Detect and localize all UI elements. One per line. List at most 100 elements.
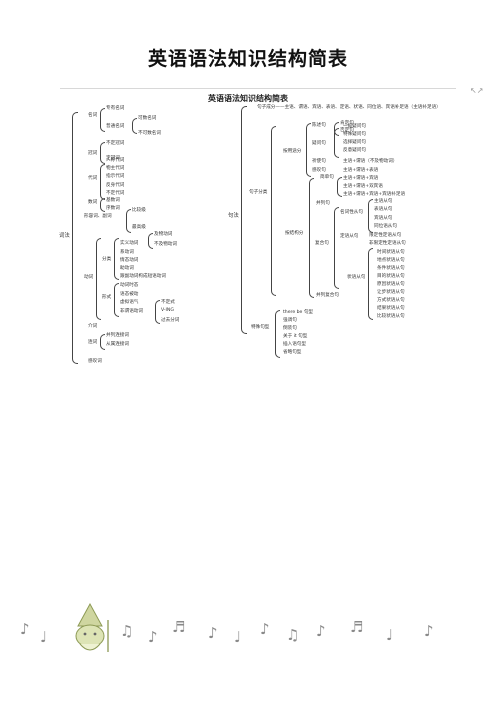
music-note-icon: ♫ [120, 622, 134, 640]
music-note-icon: ♪ [20, 620, 30, 638]
node-indefinite-article: 不定冠词 [106, 141, 125, 146]
node-special-3: 倒装句 [283, 326, 297, 331]
node-exclamatory-desc: 主语+谓语+表语 [343, 168, 379, 173]
node-imperative-desc: 主语+谓语（不及物动词） [343, 159, 398, 164]
node-attributive-clause: 定语从句 [340, 234, 359, 239]
node-simple-pattern-2: 主语+谓语+双宾语 [343, 184, 383, 189]
brace-simple [337, 177, 342, 197]
node-by-use: 按用途分 [283, 149, 302, 154]
node-adverbial-6: 让步状语从句 [377, 290, 405, 295]
node-ing: V-ING [161, 308, 174, 313]
brace-by-use [306, 123, 311, 177]
brace-conjunctions [100, 334, 105, 350]
node-pronoun-5: 不定代词 [106, 191, 125, 196]
node-intransitive: 不及物动词 [154, 242, 177, 247]
node-adverbial-3: 条件状语从句 [377, 266, 405, 271]
music-note-icon: ♩ [234, 628, 242, 646]
brace-complex [334, 207, 339, 289]
music-notes-decoration: ♪ ♩ ♫ ♪ ♬ ♪ ♩ ♪ ♫ ♪ ♬ ♩ ♪ [20, 600, 476, 660]
corner-arrows-icon: ↖↗ [470, 86, 484, 95]
node-negative: 否定句 [340, 128, 354, 133]
music-note-icon: ♪ [148, 628, 158, 646]
node-tag-question: 反意疑问句 [343, 148, 366, 153]
brace-verbs [96, 238, 101, 320]
node-common-noun: 普通名词 [106, 124, 125, 129]
header-divider [60, 88, 456, 89]
node-exclamatory: 感叹句 [312, 168, 326, 173]
root-morphology: 词法 [59, 233, 70, 239]
node-adj-adv: 形容词、副词 [84, 214, 112, 219]
brace-common [132, 118, 137, 134]
brace-adj-adv [126, 209, 131, 233]
node-complex: 复合句 [315, 241, 329, 246]
node-adverbial-9: 比较状语从句 [377, 314, 405, 319]
node-alternative-question: 选择疑问句 [343, 140, 366, 145]
brace-root-right [241, 106, 247, 334]
node-pronoun-4: 反身代词 [106, 183, 125, 188]
node-simple-pattern-3: 主语+谓语+宾语+宾语补足语 [343, 192, 406, 197]
node-nouns: 名词 [88, 113, 98, 118]
node-proper-noun: 专有名词 [106, 106, 125, 111]
node-pronouns: 代词 [88, 176, 98, 181]
node-special-5: 插入语句型 [283, 342, 306, 347]
node-ordinal: 序数词 [106, 206, 120, 211]
music-note-icon: ♩ [40, 628, 48, 646]
node-nonfinite: 非谓语动词 [120, 309, 143, 314]
node-affirmative: 肯定句 [340, 121, 354, 126]
node-special-6: 省略句型 [283, 350, 302, 355]
node-adverbial-5: 原因状语从句 [377, 282, 405, 287]
brace-special [275, 310, 280, 358]
music-note-icon: ♩ [386, 626, 394, 644]
node-noun-clause-1: 主语从句 [374, 199, 393, 204]
node-voice: 语态被动 [120, 292, 139, 297]
brace-adverbial [368, 248, 373, 320]
brace-articles [100, 142, 105, 164]
node-forms: 形式 [102, 295, 112, 300]
node-interjections: 感叹词 [88, 359, 102, 364]
brace-root-left [72, 112, 78, 364]
node-adverbial-8: 结果状语从句 [377, 306, 405, 311]
node-auxiliary: 情态动词 [120, 258, 139, 263]
music-note-icon: ♫ [286, 626, 300, 644]
node-noun-clause-4: 同位语从句 [374, 224, 397, 229]
music-note-icon: ♪ [208, 624, 218, 642]
root-syntax: 句法 [228, 213, 239, 219]
node-special-2: 强调句 [283, 318, 297, 323]
brace-nouns [100, 108, 105, 132]
node-components: 句子成分——主语、谓语、宾语、表语、定语、状语、同位语、宾语补足语（主语补足语） [257, 105, 441, 110]
node-interrogative: 疑问句 [312, 141, 326, 146]
music-note-icon: ♪ [260, 620, 270, 638]
node-comparative: 比较级 [132, 208, 146, 213]
brace-classification [114, 238, 119, 280]
node-noun-clause-3: 宾语从句 [374, 216, 393, 221]
brace-numerals [100, 198, 105, 212]
node-modal: 助动词 [120, 266, 134, 271]
node-conjunctions: 连词 [88, 340, 98, 345]
node-compound: 并列句 [316, 201, 330, 206]
node-noun-clause: 名词性从句 [340, 210, 363, 215]
table-title: 英语语法知识结构简表 [208, 94, 288, 103]
node-compound-complex: 并列复合句 [316, 293, 339, 298]
node-participle: 过去分词 [161, 318, 180, 323]
node-notional: 实义动词 [120, 241, 139, 246]
node-declarative: 陈述句 [312, 123, 326, 128]
node-mood: 虚拟语气 [120, 300, 139, 305]
node-subordinating: 从属连接词 [106, 342, 129, 347]
node-adverbial-7: 方式状语从句 [377, 298, 405, 303]
music-note-icon: ♪ [316, 622, 326, 640]
node-infinitive: 不定式 [161, 300, 175, 305]
node-adverbial-clause: 状语从句 [347, 275, 366, 280]
node-articles: 冠词 [88, 151, 98, 156]
node-nonrestrictive: 非限定性定语从句 [369, 241, 406, 246]
node-numerals: 数词 [88, 200, 98, 205]
brace-forms [114, 283, 119, 317]
node-phrasal: 跟副动词构成短语动词 [120, 274, 166, 279]
node-special-1: there be 句型 [283, 310, 314, 315]
node-pronoun-1: 人称代词 [106, 158, 125, 163]
node-adverbial-1: 时间状语从句 [377, 250, 405, 255]
brace-sentence-types [271, 126, 276, 296]
node-definite-article: 定冠词 [106, 156, 120, 161]
node-special-4: 关于 it 句型 [283, 334, 308, 339]
node-linking: 系动词 [120, 250, 134, 255]
node-simple-pattern-1: 主语+谓语+宾语 [343, 176, 379, 181]
